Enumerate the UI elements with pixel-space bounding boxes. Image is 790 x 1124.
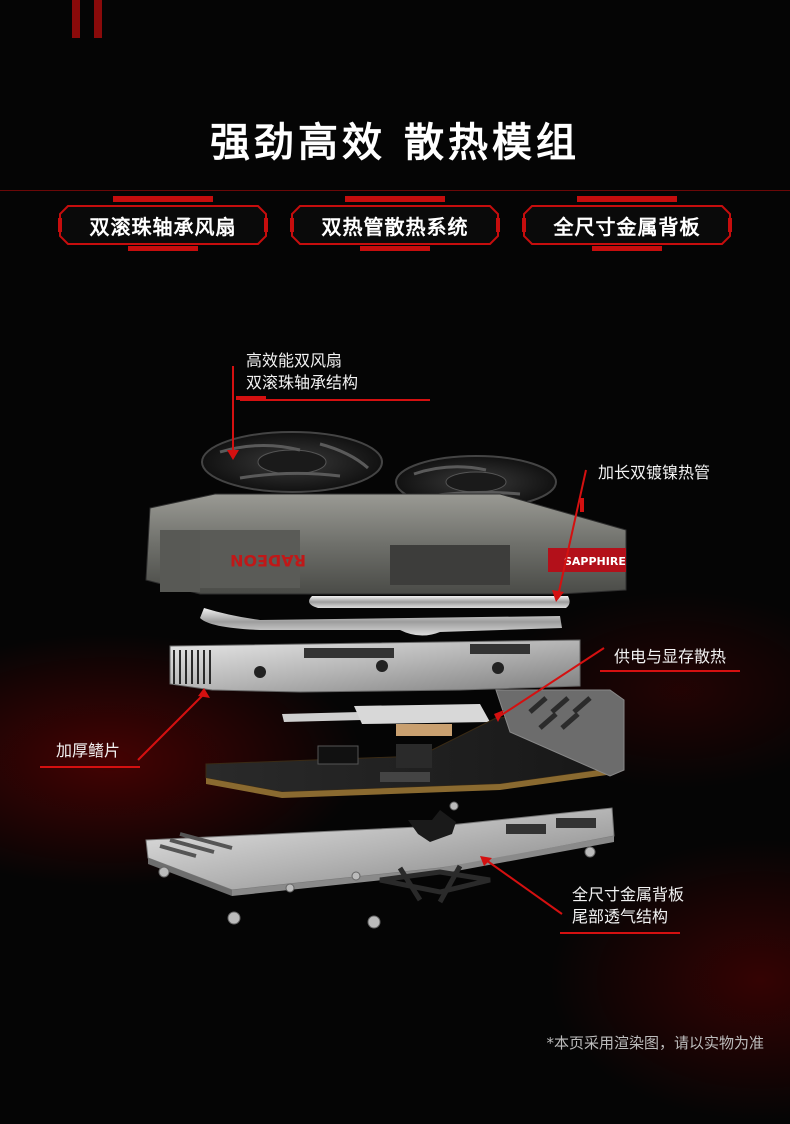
callout-fans: 高效能双风扇 双滚珠轴承结构	[246, 350, 358, 394]
callout-decor	[40, 396, 740, 934]
shroud: RADEON SAPPHIRE	[145, 493, 627, 595]
callout-arrowheads	[198, 450, 564, 866]
callout-backplate-line1: 全尺寸金属背板	[572, 885, 685, 904]
feature-badge-label: 双滚珠轴承风扇	[89, 215, 237, 239]
heatpipes	[200, 596, 570, 636]
feature-badge-label: 双热管散热系统	[321, 215, 469, 239]
vrm-plate	[282, 704, 490, 736]
callout-vrm-line1: 供电与显存散热	[614, 647, 727, 666]
decor-stripe	[94, 0, 102, 38]
feature-badge-backplate: 全尺寸金属背板	[522, 196, 732, 254]
feature-badge-fans: 双滚珠轴承风扇	[58, 196, 268, 254]
callout-fans-line1: 高效能双风扇	[246, 351, 343, 370]
io-bracket	[495, 689, 625, 777]
backplate	[145, 807, 615, 896]
callout-fans-line2: 双滚珠轴承结构	[246, 373, 359, 392]
feature-badge-label: 全尺寸金属背板	[553, 215, 701, 239]
callout-vrm: 供电与显存散热	[614, 646, 726, 668]
screws	[158, 801, 596, 929]
callout-fins: 加厚鳍片	[56, 740, 120, 762]
callout-backplate-line2: 尾部透气结构	[572, 907, 669, 926]
radeon-logo: RADEON	[230, 551, 306, 570]
callout-fins-line1: 加厚鳍片	[56, 741, 121, 760]
render-disclaimer: *本页采用渲染图，请以实物为准	[546, 1034, 764, 1052]
feature-badge-heatpipes: 双热管散热系统	[290, 196, 500, 254]
callout-leaders	[137, 366, 605, 915]
callout-heatpipes: 加长双镀镍热管	[598, 462, 710, 484]
decor-stripe	[72, 0, 80, 38]
hud-divider	[0, 190, 790, 191]
x-bracket	[379, 864, 491, 904]
callout-backplate: 全尺寸金属背板 尾部透气结构	[572, 884, 684, 928]
page-title: 强劲高效 散热模组	[210, 120, 580, 166]
sapphire-logo: SAPPHIRE	[564, 555, 626, 568]
heatsink	[169, 639, 581, 693]
fan-left	[201, 431, 383, 493]
callout-heatpipes-line1: 加长双镀镍热管	[598, 463, 711, 482]
